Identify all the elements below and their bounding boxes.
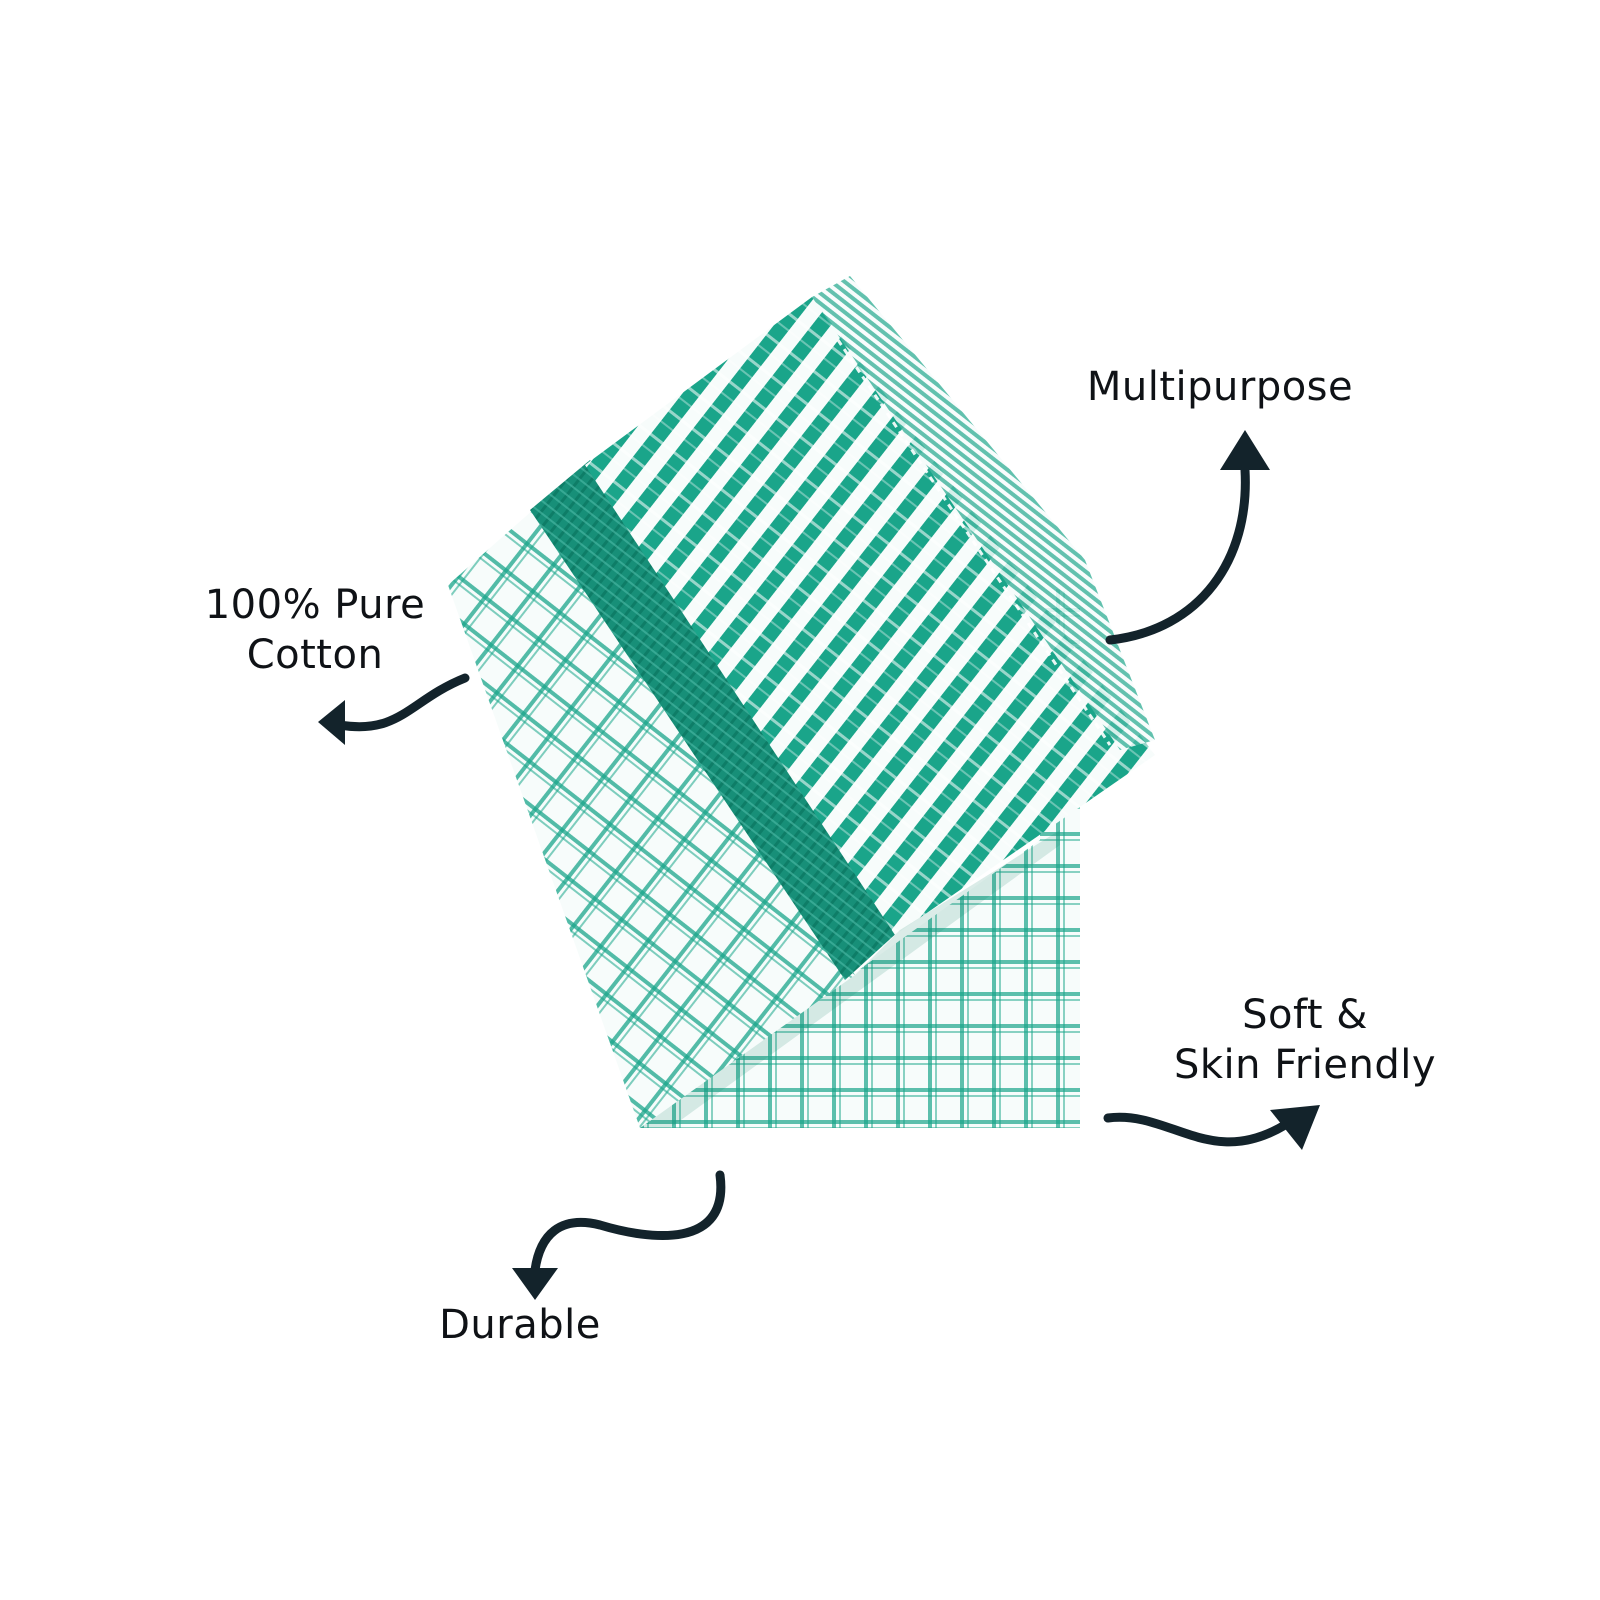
soft-skin-friendly-label: Soft & Skin Friendly — [1150, 990, 1460, 1090]
curved-arrow-icon — [1103, 1105, 1320, 1150]
cotton-line1: 100% Pure — [204, 582, 426, 628]
durable-label: Durable — [420, 1300, 620, 1350]
durable-text: Durable — [439, 1302, 601, 1348]
towel-upper-layer — [448, 276, 1155, 1128]
curved-arrow-icon — [1105, 430, 1270, 645]
curved-arrow-icon — [318, 673, 470, 745]
cotton-label: 100% Pure Cotton — [185, 580, 445, 680]
cotton-line2: Cotton — [246, 632, 384, 678]
multipurpose-label: Multipurpose — [1060, 362, 1380, 412]
soft-line2: Skin Friendly — [1173, 1042, 1437, 1088]
curved-arrow-icon — [512, 1170, 726, 1300]
soft-line1: Soft & — [1242, 992, 1368, 1038]
multipurpose-text: Multipurpose — [1086, 364, 1354, 410]
